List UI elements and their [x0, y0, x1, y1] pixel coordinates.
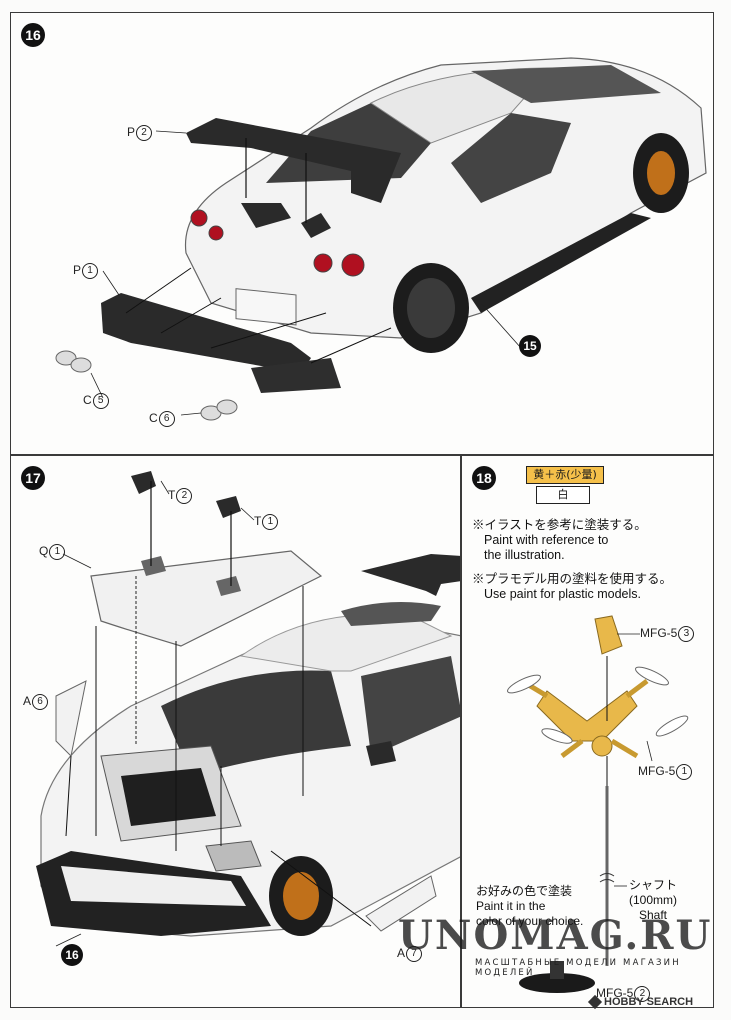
- note-plastic-paint: ※プラモデル用の塗料を使用する。 Use paint for plastic m…: [472, 572, 712, 602]
- paint-jp: お好みの色で塗装: [476, 884, 573, 898]
- part-letter: MFG-5: [596, 986, 634, 1001]
- part-number: 1: [49, 544, 66, 560]
- step17-illustration: [36, 471, 460, 947]
- part-number: 7: [406, 946, 423, 962]
- note1-en-line1: Paint with reference to: [484, 533, 609, 547]
- part-letter: MFG-5: [640, 626, 678, 641]
- part-number: 5: [92, 393, 109, 409]
- hobby-search-icon: [587, 995, 603, 1010]
- shaft-en: Shaft: [638, 908, 668, 922]
- note-paint-reference: ※イラストを参考に塗装する。 Paint with reference to t…: [472, 518, 707, 563]
- shaft-size: (100mm): [629, 893, 678, 907]
- watermark-subtitle: МАСШТАБНЫЕ МОДЕЛИ МАГАЗИН МОДЕЛЕЙ: [475, 958, 681, 978]
- part-letter: T: [254, 514, 262, 529]
- part-number: 2: [634, 986, 651, 1002]
- step-16-number: 16: [21, 23, 45, 47]
- part-letter: T: [168, 488, 176, 503]
- paint-choice-note: お好みの色で塗装 Paint it in the color of your c…: [476, 884, 583, 929]
- step16-illustration: [55, 57, 707, 421]
- watermark-corner-text: HOBBY SEARCH: [604, 996, 694, 1008]
- step-17-number: 17: [21, 466, 45, 490]
- step-18-number: 18: [472, 466, 496, 490]
- part-number: 1: [676, 764, 693, 780]
- part-letter: C: [83, 393, 92, 408]
- part-letter: C: [149, 411, 158, 426]
- watermark-logo: UNOMAG.RU: [398, 912, 713, 959]
- step18-panel: 18 黄＋赤(少量) 白 ※イラストを参考に塗装する。 Paint with r…: [461, 455, 714, 1008]
- part-letter: P: [73, 263, 82, 278]
- note2-jp: ※プラモデル用の塗料を使用する。: [472, 572, 673, 586]
- part-letter: P: [127, 125, 136, 140]
- part-letter: MFG-5: [638, 764, 676, 779]
- part-number: 1: [82, 263, 99, 279]
- part-number: 2: [136, 125, 153, 141]
- note2-en: Use paint for plastic models.: [484, 587, 642, 601]
- shaft-jp: シャフト: [629, 878, 678, 892]
- step-16-reference: 16: [61, 944, 83, 966]
- part-number: 6: [158, 411, 175, 427]
- part-number: 6: [32, 694, 49, 710]
- part-letter: A: [397, 946, 406, 961]
- shaft-label: シャフト (100mm) Shaft: [629, 878, 677, 923]
- note1-jp: ※イラストを参考に塗装する。: [472, 518, 647, 532]
- watermark-corner: HOBBY SEARCH: [587, 995, 694, 1010]
- paint-en-line1: Paint it in the: [476, 899, 546, 913]
- paint-en-line2: color of your choice.: [476, 914, 584, 928]
- note1-en-line2: the illustration.: [484, 548, 565, 562]
- part-number: 2: [176, 488, 193, 504]
- step-15-reference: 15: [519, 335, 541, 357]
- part-letter: A: [23, 694, 32, 709]
- part-number: 3: [678, 626, 695, 642]
- step18-illustration: [507, 615, 689, 993]
- part-number: 1: [262, 514, 279, 530]
- part-letter: Q: [39, 544, 49, 559]
- color-white-label: 白: [536, 486, 590, 504]
- color-mix-label: 黄＋赤(少量): [526, 466, 604, 484]
